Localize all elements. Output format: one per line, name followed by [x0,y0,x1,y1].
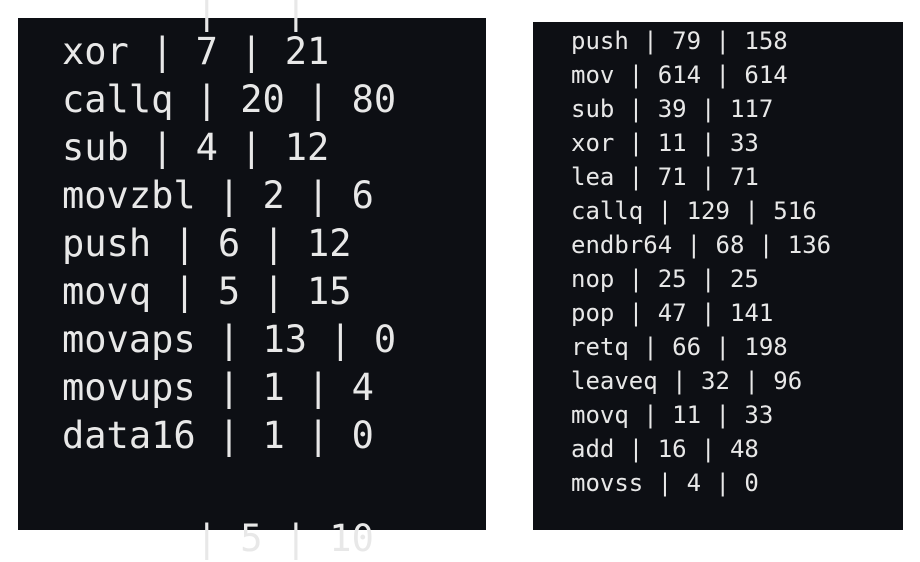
row-line: movq | 5 | 15 [62,270,352,313]
row-line: movzbl | 2 | 6 [62,174,374,217]
row-line: movss | 4 | 0 [571,469,759,497]
row-line: push | 79 | 158 [571,27,788,55]
row-line: endbr64 | 68 | 136 [571,231,832,259]
row-line: movq | 11 | 33 [571,401,774,429]
terminal-panel-left: | | xor | 7 | 21 callq | 20 | 80 sub | 4… [18,0,486,560]
row-line: sub | 39 | 117 [571,95,774,123]
row-line: nop | 25 | 25 [571,265,759,293]
row-line: movups | 1 | 4 [62,366,374,409]
row-line: callq | 20 | 80 [62,78,397,121]
row-line: xor | 11 | 33 [571,129,759,157]
row-line: lea | 71 | 71 [571,163,759,191]
row-line: leaveq | 32 | 96 [571,367,803,395]
row-line: push | 6 | 12 [62,222,352,265]
row-line: pop | 47 | 141 [571,299,774,327]
row-line: sub | 4 | 12 [62,126,330,169]
row-line: data16 | 1 | 0 [62,414,374,457]
terminal-panel-right: push | 79 | 158 mov | 614 | 614 sub | 39… [533,22,903,530]
row-line: add | 16 | 48 [571,435,759,463]
row-line: callq | 129 | 516 [571,197,817,225]
row-line: retq | 66 | 198 [571,333,788,361]
row-line: mov | 614 | 614 [571,61,788,89]
partial-row-bottom: | 5 | 10 [62,517,374,560]
partial-row-top: | | [62,0,308,32]
row-line: xor | 7 | 21 [62,30,330,73]
row-line: movaps | 13 | 0 [62,318,397,361]
